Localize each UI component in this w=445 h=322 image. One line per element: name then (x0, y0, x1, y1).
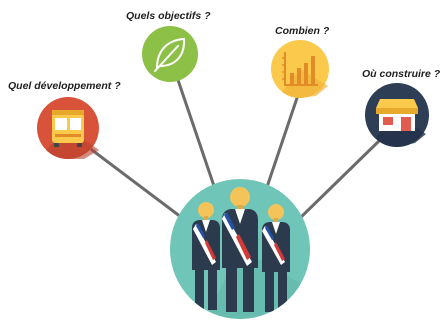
node-amount (271, 40, 329, 99)
bus-icon (52, 110, 84, 147)
center-node (170, 179, 310, 319)
label-objectives: Quels objectifs ? (126, 10, 211, 22)
node-objectives (142, 26, 198, 82)
label-development: Quel développement ? (8, 80, 121, 92)
connector-development (90, 148, 187, 222)
node-development (37, 97, 99, 160)
connector-objectives (176, 78, 216, 188)
connector-location (296, 138, 382, 222)
node-location (365, 83, 429, 147)
official-left (192, 202, 220, 310)
connector-lines (90, 78, 382, 222)
label-amount: Combien ? (275, 25, 330, 37)
bar-chart-icon (282, 52, 318, 86)
shop-icon (376, 99, 418, 131)
label-location: Où construire ? (362, 68, 441, 80)
leaf-icon (154, 37, 186, 72)
official-center (222, 187, 258, 312)
official-right (262, 204, 290, 312)
connector-amount (266, 96, 299, 186)
